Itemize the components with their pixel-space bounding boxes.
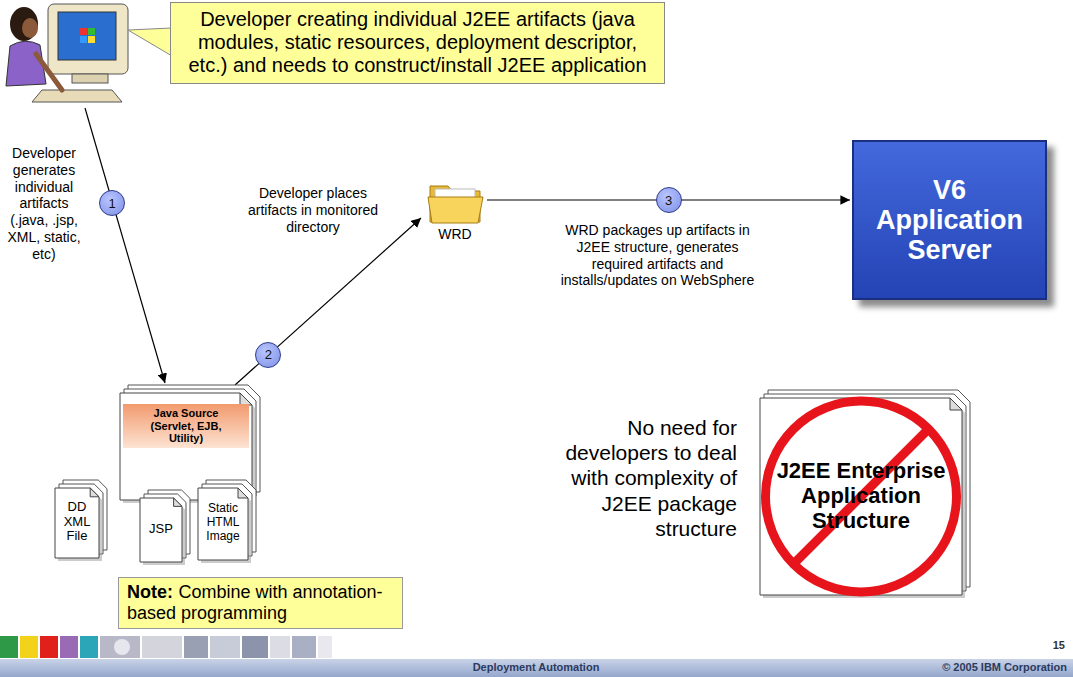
color-square bbox=[80, 636, 98, 658]
node-text: V6 Application Server bbox=[862, 175, 1037, 266]
server-box: V6 Application Server bbox=[852, 140, 1047, 300]
arrow bbox=[85, 108, 165, 383]
monitor bbox=[48, 4, 128, 74]
photo-tile bbox=[242, 636, 268, 658]
node-text: J2EE Enterprise Application Structure bbox=[766, 458, 956, 534]
color-square bbox=[20, 636, 38, 658]
photo-tile bbox=[210, 636, 240, 658]
node-text: Developer creating individual J2EE artif… bbox=[181, 8, 654, 77]
monitor-stand bbox=[72, 74, 108, 83]
footer-title: Deployment Automation bbox=[386, 661, 686, 674]
face bbox=[22, 18, 38, 38]
callout-box: Developer creating individual J2EE artif… bbox=[170, 2, 665, 84]
callout-number: 3 bbox=[656, 187, 682, 213]
step-label: WRD packages up artifacts in J2EE struct… bbox=[555, 222, 760, 289]
logo bbox=[88, 36, 95, 43]
callout-pointer bbox=[128, 28, 172, 56]
photo-tile bbox=[270, 636, 290, 658]
prohibition-ring bbox=[766, 401, 957, 592]
page-number: 15 bbox=[1000, 639, 1065, 652]
folder-front bbox=[428, 197, 483, 223]
page-fold bbox=[174, 498, 182, 506]
color-square bbox=[0, 636, 18, 658]
logo bbox=[80, 36, 87, 43]
step-label: Developer places artifacts in monitored … bbox=[238, 185, 388, 235]
callout-number: 1 bbox=[99, 190, 125, 216]
label-band bbox=[123, 404, 249, 448]
photo-tile bbox=[114, 639, 130, 655]
photo-tile bbox=[318, 636, 332, 658]
page-fold bbox=[240, 393, 252, 405]
logo bbox=[80, 28, 87, 35]
page-fold bbox=[950, 398, 962, 410]
page bbox=[55, 488, 99, 558]
photo-tile bbox=[100, 636, 140, 658]
footer-bar bbox=[0, 659, 1073, 677]
footer-strip bbox=[0, 636, 1073, 677]
photo-tile bbox=[292, 636, 316, 658]
document-stack: Static HTML Image bbox=[198, 480, 256, 560]
callout-number: 2 bbox=[255, 342, 281, 368]
node-text: Static HTML Image bbox=[202, 502, 244, 543]
arrow-connector bbox=[235, 218, 421, 385]
copyright: © 2005 IBM Corporation bbox=[845, 661, 1067, 674]
note-text: No need for developers to deal with comp… bbox=[565, 415, 737, 541]
node-text: DD XML File bbox=[59, 500, 95, 545]
hair bbox=[10, 7, 38, 41]
node-text: JSP bbox=[149, 522, 173, 537]
developer-figure bbox=[6, 4, 128, 102]
page-fold bbox=[238, 488, 248, 498]
note-box: Note:Combine with annotation-based progr… bbox=[118, 577, 403, 629]
node-text: WRD bbox=[425, 226, 485, 242]
prohibited-document: J2EE Enterprise Application Structure bbox=[760, 390, 970, 595]
node-text: Java Source (Servlet, EJB, Utility) bbox=[146, 407, 226, 445]
folder bbox=[428, 186, 483, 223]
screen bbox=[58, 12, 116, 60]
color-square bbox=[40, 636, 58, 658]
node-text: Note: bbox=[127, 582, 173, 602]
page bbox=[140, 498, 182, 562]
page-fold bbox=[90, 488, 99, 497]
page bbox=[198, 488, 248, 560]
document-stack: DD XML File bbox=[55, 480, 107, 558]
logo bbox=[88, 28, 95, 35]
photo-tile bbox=[142, 636, 182, 658]
page bbox=[760, 398, 962, 595]
color-square bbox=[60, 636, 78, 658]
step-label: Developer generates individual artifacts… bbox=[0, 145, 88, 263]
keyboard bbox=[32, 90, 122, 102]
folder-icon: WRD bbox=[425, 178, 485, 242]
arm bbox=[36, 54, 62, 90]
document-stack: JSP bbox=[140, 490, 190, 562]
photo-tile bbox=[184, 636, 208, 658]
